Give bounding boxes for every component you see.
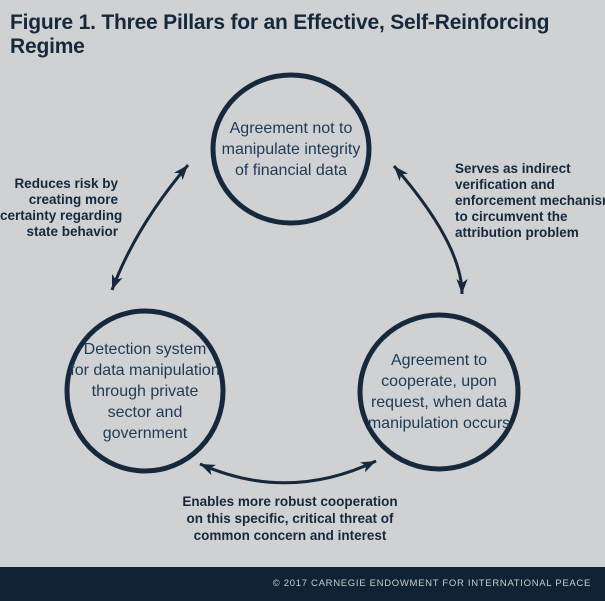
node-text-line: cooperate, upon bbox=[381, 373, 497, 390]
edge-label-robust-cooperation: Enables more robust cooperation on this … bbox=[158, 493, 422, 544]
circle-bottom-left-node bbox=[64, 308, 226, 474]
edge-label-line: state behavior bbox=[26, 224, 118, 239]
node-text-line: Agreement not to bbox=[229, 120, 353, 137]
circle-bottom-right-node bbox=[357, 312, 521, 472]
edge-label-indirect-verification: Serves as indirect verification and enfo… bbox=[455, 161, 605, 241]
node-text-line: manipulation occurs bbox=[367, 415, 511, 432]
copyright-footer-bar: © 2017 CARNEGIE ENDOWMENT FOR INTERNATIO… bbox=[0, 567, 605, 601]
arrow-right-double-headed bbox=[392, 165, 468, 295]
edge-label-line: enforcement mechanism bbox=[455, 193, 605, 208]
node-text-line: Agreement to bbox=[390, 352, 488, 369]
edge-label-line: verification and bbox=[455, 177, 555, 192]
node-text-line: of financial data bbox=[234, 162, 348, 179]
arrow-bottom-double-headed bbox=[199, 459, 377, 485]
node-agreement-to-cooperate: Agreement to cooperate, upon request, wh… bbox=[349, 350, 529, 434]
edge-label-line: attribution problem bbox=[455, 225, 579, 240]
edge-label-line: Reduces risk by bbox=[14, 176, 118, 191]
edge-label-line: Serves as indirect bbox=[455, 161, 571, 176]
figure-title: Figure 1. Three Pillars for an Effective… bbox=[10, 11, 550, 58]
node-text-line: through private bbox=[91, 383, 199, 400]
node-text-line: government bbox=[102, 425, 188, 442]
edge-label-reduces-risk: Reduces risk by creating more certainty … bbox=[0, 176, 123, 240]
arrow-left-double-headed bbox=[110, 164, 190, 291]
edge-label-line: creating more bbox=[28, 192, 118, 207]
node-detection-system: Detection system for data manipulation t… bbox=[57, 339, 233, 444]
node-text-line: manipulate integrity bbox=[221, 141, 361, 158]
edge-label-line: on this specific, critical threat of bbox=[186, 511, 394, 526]
node-text-line: sector and bbox=[107, 404, 183, 421]
node-text-line: for data manipulation bbox=[70, 362, 220, 379]
edge-label-line: certainty regarding bbox=[0, 208, 123, 223]
edge-label-line: to circumvent the bbox=[455, 209, 568, 224]
node-text-line: Detection system bbox=[83, 341, 207, 358]
node-agreement-not-to-manipulate: Agreement not to manipulate integrity of… bbox=[201, 118, 381, 181]
edge-label-line: common concern and interest bbox=[193, 528, 387, 543]
circle-top-node bbox=[210, 72, 372, 226]
copyright-text: © 2017 CARNEGIE ENDOWMENT FOR INTERNATIO… bbox=[272, 578, 591, 589]
edge-label-line: Enables more robust cooperation bbox=[182, 494, 398, 509]
node-text-line: request, when data bbox=[370, 394, 508, 411]
